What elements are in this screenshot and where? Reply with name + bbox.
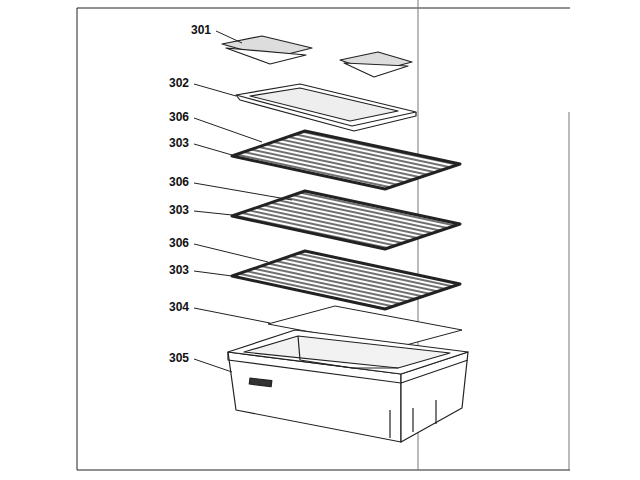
frame-line bbox=[569, 112, 570, 470]
drawer-logo bbox=[249, 378, 272, 387]
frame-line bbox=[77, 8, 570, 470]
callout-number: 303 bbox=[168, 263, 190, 277]
leader-line bbox=[194, 271, 232, 276]
small-tray bbox=[344, 63, 408, 77]
callout-number: 303 bbox=[168, 136, 190, 150]
crisper-drawer bbox=[228, 330, 468, 374]
leader-line bbox=[194, 359, 232, 372]
callout-number: 304 bbox=[168, 300, 190, 314]
callout-number: 306 bbox=[168, 236, 190, 250]
wire-shelf bbox=[232, 251, 460, 309]
crisper-drawer bbox=[389, 410, 390, 438]
shelf-tray bbox=[236, 95, 416, 131]
crisper-drawer bbox=[435, 400, 436, 424]
leader-line bbox=[216, 31, 242, 43]
callout-number: 306 bbox=[168, 175, 190, 189]
callout-number: 305 bbox=[168, 351, 190, 365]
callout-number: 302 bbox=[168, 76, 190, 90]
leader-line bbox=[194, 183, 292, 200]
shelf-tray bbox=[236, 84, 416, 126]
leader-line bbox=[194, 308, 270, 323]
crisper-drawer bbox=[244, 336, 450, 368]
shelf-tray bbox=[250, 88, 398, 121]
leader-line bbox=[194, 84, 236, 96]
crisper-drawer bbox=[412, 408, 413, 432]
leader-line bbox=[194, 211, 232, 215]
callout-number: 301 bbox=[190, 23, 212, 37]
wire-shelf bbox=[232, 131, 460, 189]
callout-number: 306 bbox=[168, 110, 190, 124]
small-tray bbox=[226, 48, 306, 64]
callout-number: 303 bbox=[168, 203, 190, 217]
leader-line bbox=[194, 144, 232, 155]
crisper-drawer bbox=[228, 352, 468, 383]
crisper-drawer bbox=[298, 336, 398, 368]
leader-line bbox=[194, 118, 262, 142]
wire-shelf bbox=[232, 191, 460, 249]
leader-line bbox=[194, 244, 268, 262]
